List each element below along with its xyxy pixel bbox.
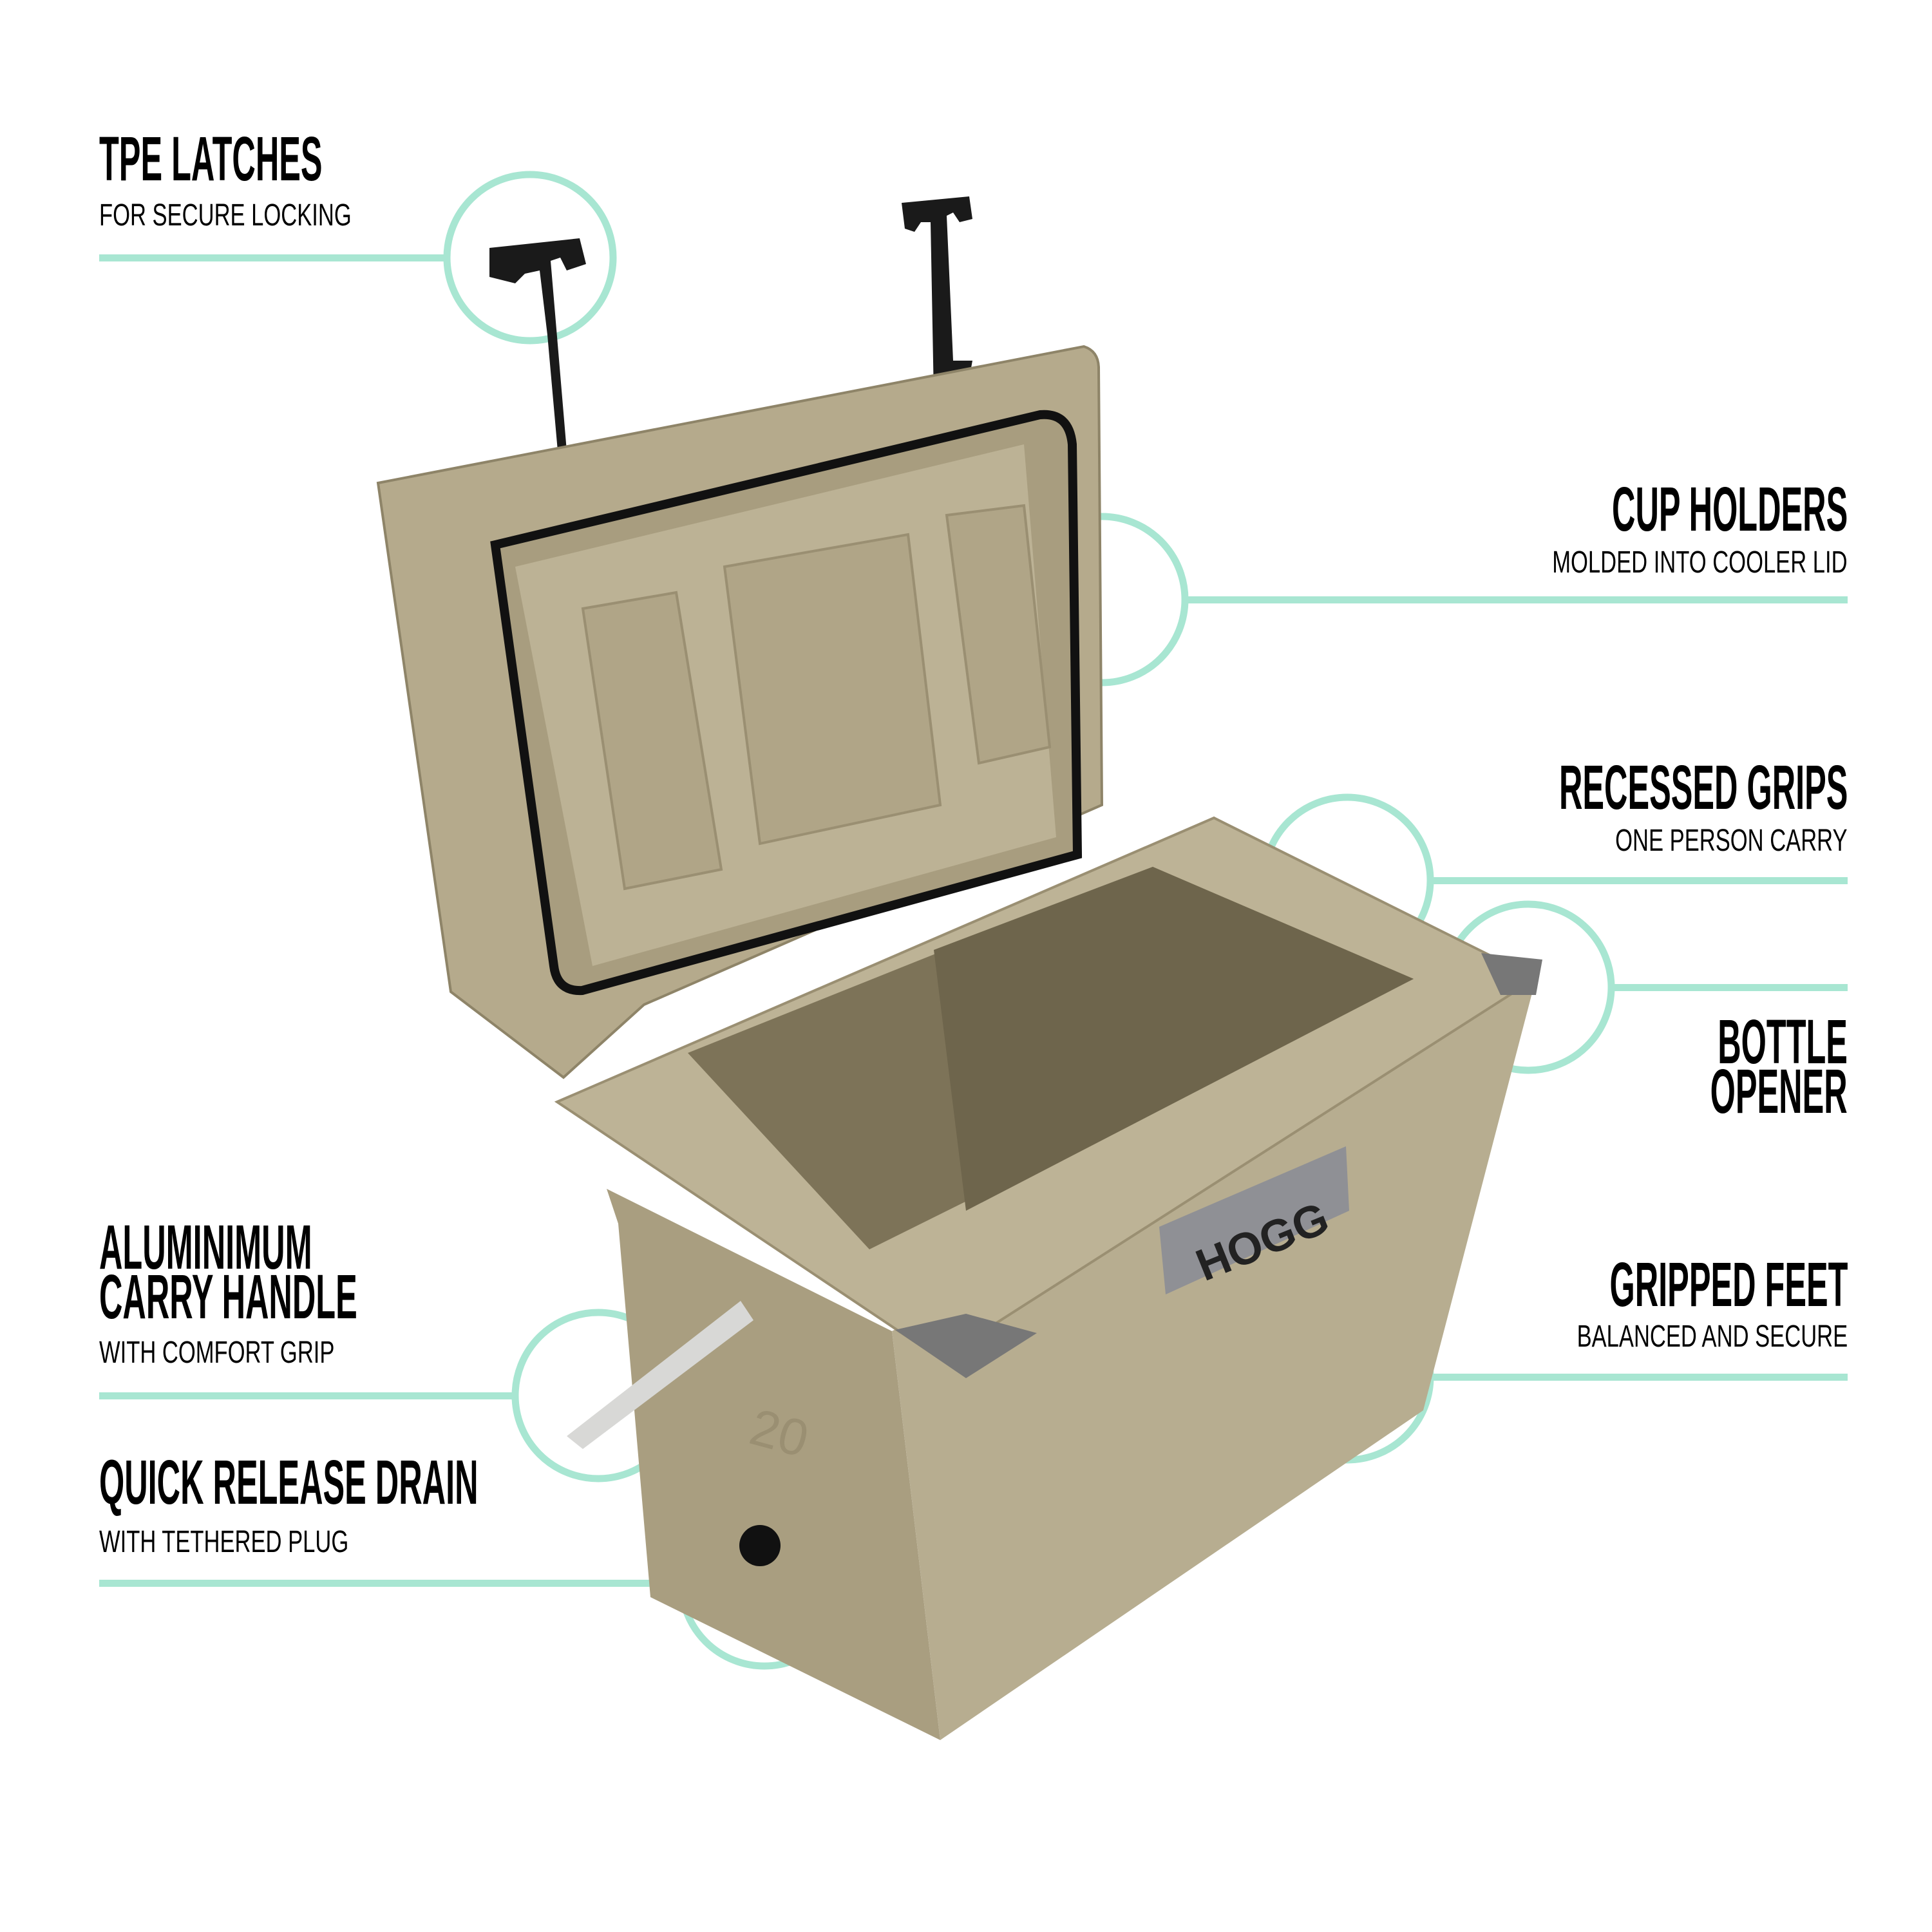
tpe-latches-subtitle: FOR SECURE LOCKING bbox=[99, 198, 352, 232]
callout-lines bbox=[99, 254, 1848, 1587]
brand-badge bbox=[1159, 1146, 1349, 1294]
bottle-opener-title-line2: OPENER bbox=[1710, 1056, 1848, 1126]
callout-line-grips bbox=[1429, 877, 1848, 884]
callout-line-feet bbox=[1429, 1374, 1848, 1381]
gripped-feet-title: GRIPPED FEET bbox=[1609, 1249, 1848, 1320]
drain-title: QUICK RELEASE DRAIN bbox=[99, 1447, 478, 1517]
recessed-grips-title: RECESSED GRIPS bbox=[1558, 752, 1848, 822]
handle-subtitle: WITH COMFORT GRIP bbox=[99, 1336, 335, 1370]
callout-line-latches bbox=[99, 254, 447, 261]
cup-holders-title: CUP HOLDERS bbox=[1611, 474, 1848, 544]
bottle-opener-title-line1: BOTTLE bbox=[1718, 1007, 1848, 1077]
cooler-lid bbox=[376, 345, 1104, 1079]
cup-holders-subtitle: MOLDED INTO COOLER LID bbox=[1552, 545, 1848, 580]
callout-line-bottle-opener bbox=[1610, 984, 1848, 991]
cooler-body: HOGG 20 bbox=[554, 816, 1542, 1740]
callout-line-drain bbox=[99, 1580, 683, 1587]
callout-line-handle bbox=[99, 1392, 516, 1399]
callout-line-cup-holders bbox=[1184, 596, 1848, 603]
handle-title-line1: ALUMINIMUM bbox=[99, 1212, 312, 1282]
drain-plug bbox=[739, 1525, 781, 1566]
carry-handle bbox=[567, 1301, 753, 1449]
gripped-feet-subtitle: BALANCED AND SECURE bbox=[1577, 1320, 1848, 1354]
drain-subtitle: WITH TETHERED PLUG bbox=[99, 1525, 349, 1559]
handle-title-line2: CARRY HANDLE bbox=[99, 1262, 357, 1332]
recessed-grips-subtitle: ONE PERSON CARRY bbox=[1615, 824, 1848, 858]
bottle-opener bbox=[1481, 953, 1542, 995]
tpe-latches-title: TPE LATCHES bbox=[99, 124, 323, 194]
